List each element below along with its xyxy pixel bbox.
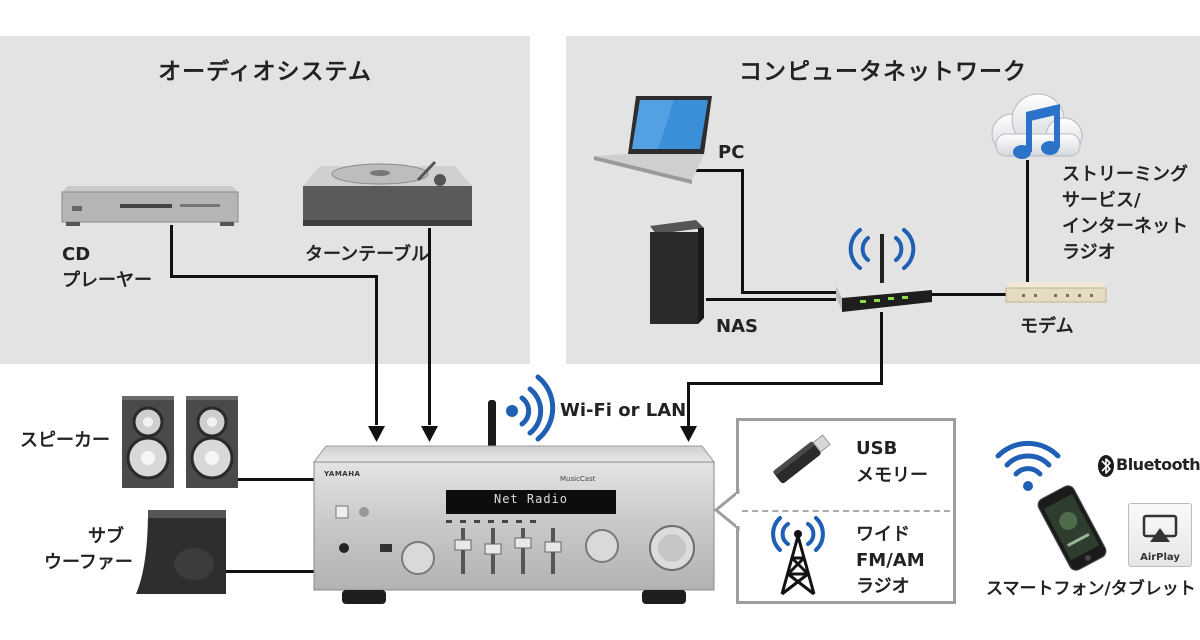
airplay-badge: AirPlay <box>1128 503 1192 567</box>
radio-label-3: ラジオ <box>856 576 910 597</box>
computer-network-title: コンピュータネットワーク <box>739 59 1027 85</box>
cd-line-horizontal <box>170 275 378 278</box>
callout-pointer <box>713 488 742 532</box>
subwoofer-label-1: サブ <box>88 526 124 547</box>
nas-icon <box>650 220 704 324</box>
usb-label-2: メモリー <box>856 465 928 486</box>
bluetooth-label: Bluetooth® <box>1116 455 1200 474</box>
cd-line-down <box>170 225 173 278</box>
radio-tower-icon <box>771 516 825 596</box>
audio-system-title: オーディオシステム <box>158 59 372 85</box>
modem-icon <box>1005 282 1107 303</box>
speaker-line <box>238 478 318 481</box>
streaming-label-2: サービス/ <box>1062 190 1141 211</box>
airplay-icon <box>1142 514 1178 542</box>
wifi-icon <box>506 374 556 442</box>
pc-line-to-router <box>741 291 836 294</box>
receiver-brand: YAMAHA <box>324 470 361 478</box>
nas-line <box>706 298 836 301</box>
mobile-wifi-icon <box>995 440 1061 491</box>
streaming-label-1: ストリーミング <box>1062 164 1188 185</box>
pc-line-down <box>741 169 744 294</box>
wireless-router-icon <box>836 228 932 312</box>
router-line-down <box>880 312 883 385</box>
turntable-line <box>428 228 431 425</box>
pc-label: PC <box>718 142 745 163</box>
cloud-music-icon <box>991 93 1083 159</box>
callout-divider <box>742 510 950 512</box>
network-receiver-icon <box>313 400 715 604</box>
radio-label-2: FM/AM <box>856 550 925 571</box>
nas-label: NAS <box>716 316 758 337</box>
subwoofer-line <box>225 570 318 573</box>
laptop-icon <box>594 96 712 184</box>
receiver-display: Net Radio <box>493 492 569 506</box>
speaker-icon <box>122 396 238 488</box>
arrow-turntable <box>421 426 438 442</box>
streaming-label-3: インターネット <box>1062 216 1188 237</box>
smartphone-tablet-label: スマートフォン/タブレット <box>986 579 1196 599</box>
subwoofer-label-2: ウーファー <box>44 552 133 573</box>
cd-player-icon <box>61 186 239 226</box>
turntable-label: ターンテーブル <box>305 244 430 265</box>
wifi-or-lan-label: Wi-Fi or LAN <box>560 400 687 421</box>
cd-player-label-2: プレーヤー <box>62 270 152 291</box>
router-line-to-receiver <box>687 382 690 427</box>
router-line-horizontal <box>687 382 883 385</box>
cd-player-label-1: CD <box>62 244 91 265</box>
usb-stick-icon <box>773 434 831 484</box>
bluetooth-icon <box>1098 455 1114 477</box>
speaker-label: スピーカー <box>20 430 110 451</box>
radio-label-1: ワイド <box>856 524 910 545</box>
turntable-icon <box>303 160 472 226</box>
subwoofer-icon <box>136 510 226 594</box>
usb-label-1: USB <box>856 438 898 459</box>
modem-cloud-line <box>1026 160 1029 286</box>
arrow-cd <box>368 426 385 442</box>
router-modem-line <box>928 293 1008 296</box>
streaming-label-4: ラジオ <box>1062 242 1116 263</box>
receiver-badge: MusicCast <box>560 475 596 483</box>
cd-line-to-receiver <box>375 275 378 425</box>
arrow-network <box>680 426 697 442</box>
pc-line-horizontal <box>694 169 744 172</box>
smartphone-icon <box>1037 485 1107 571</box>
airplay-label: AirPlay <box>1140 552 1180 563</box>
modem-label: モデム <box>1020 316 1074 337</box>
